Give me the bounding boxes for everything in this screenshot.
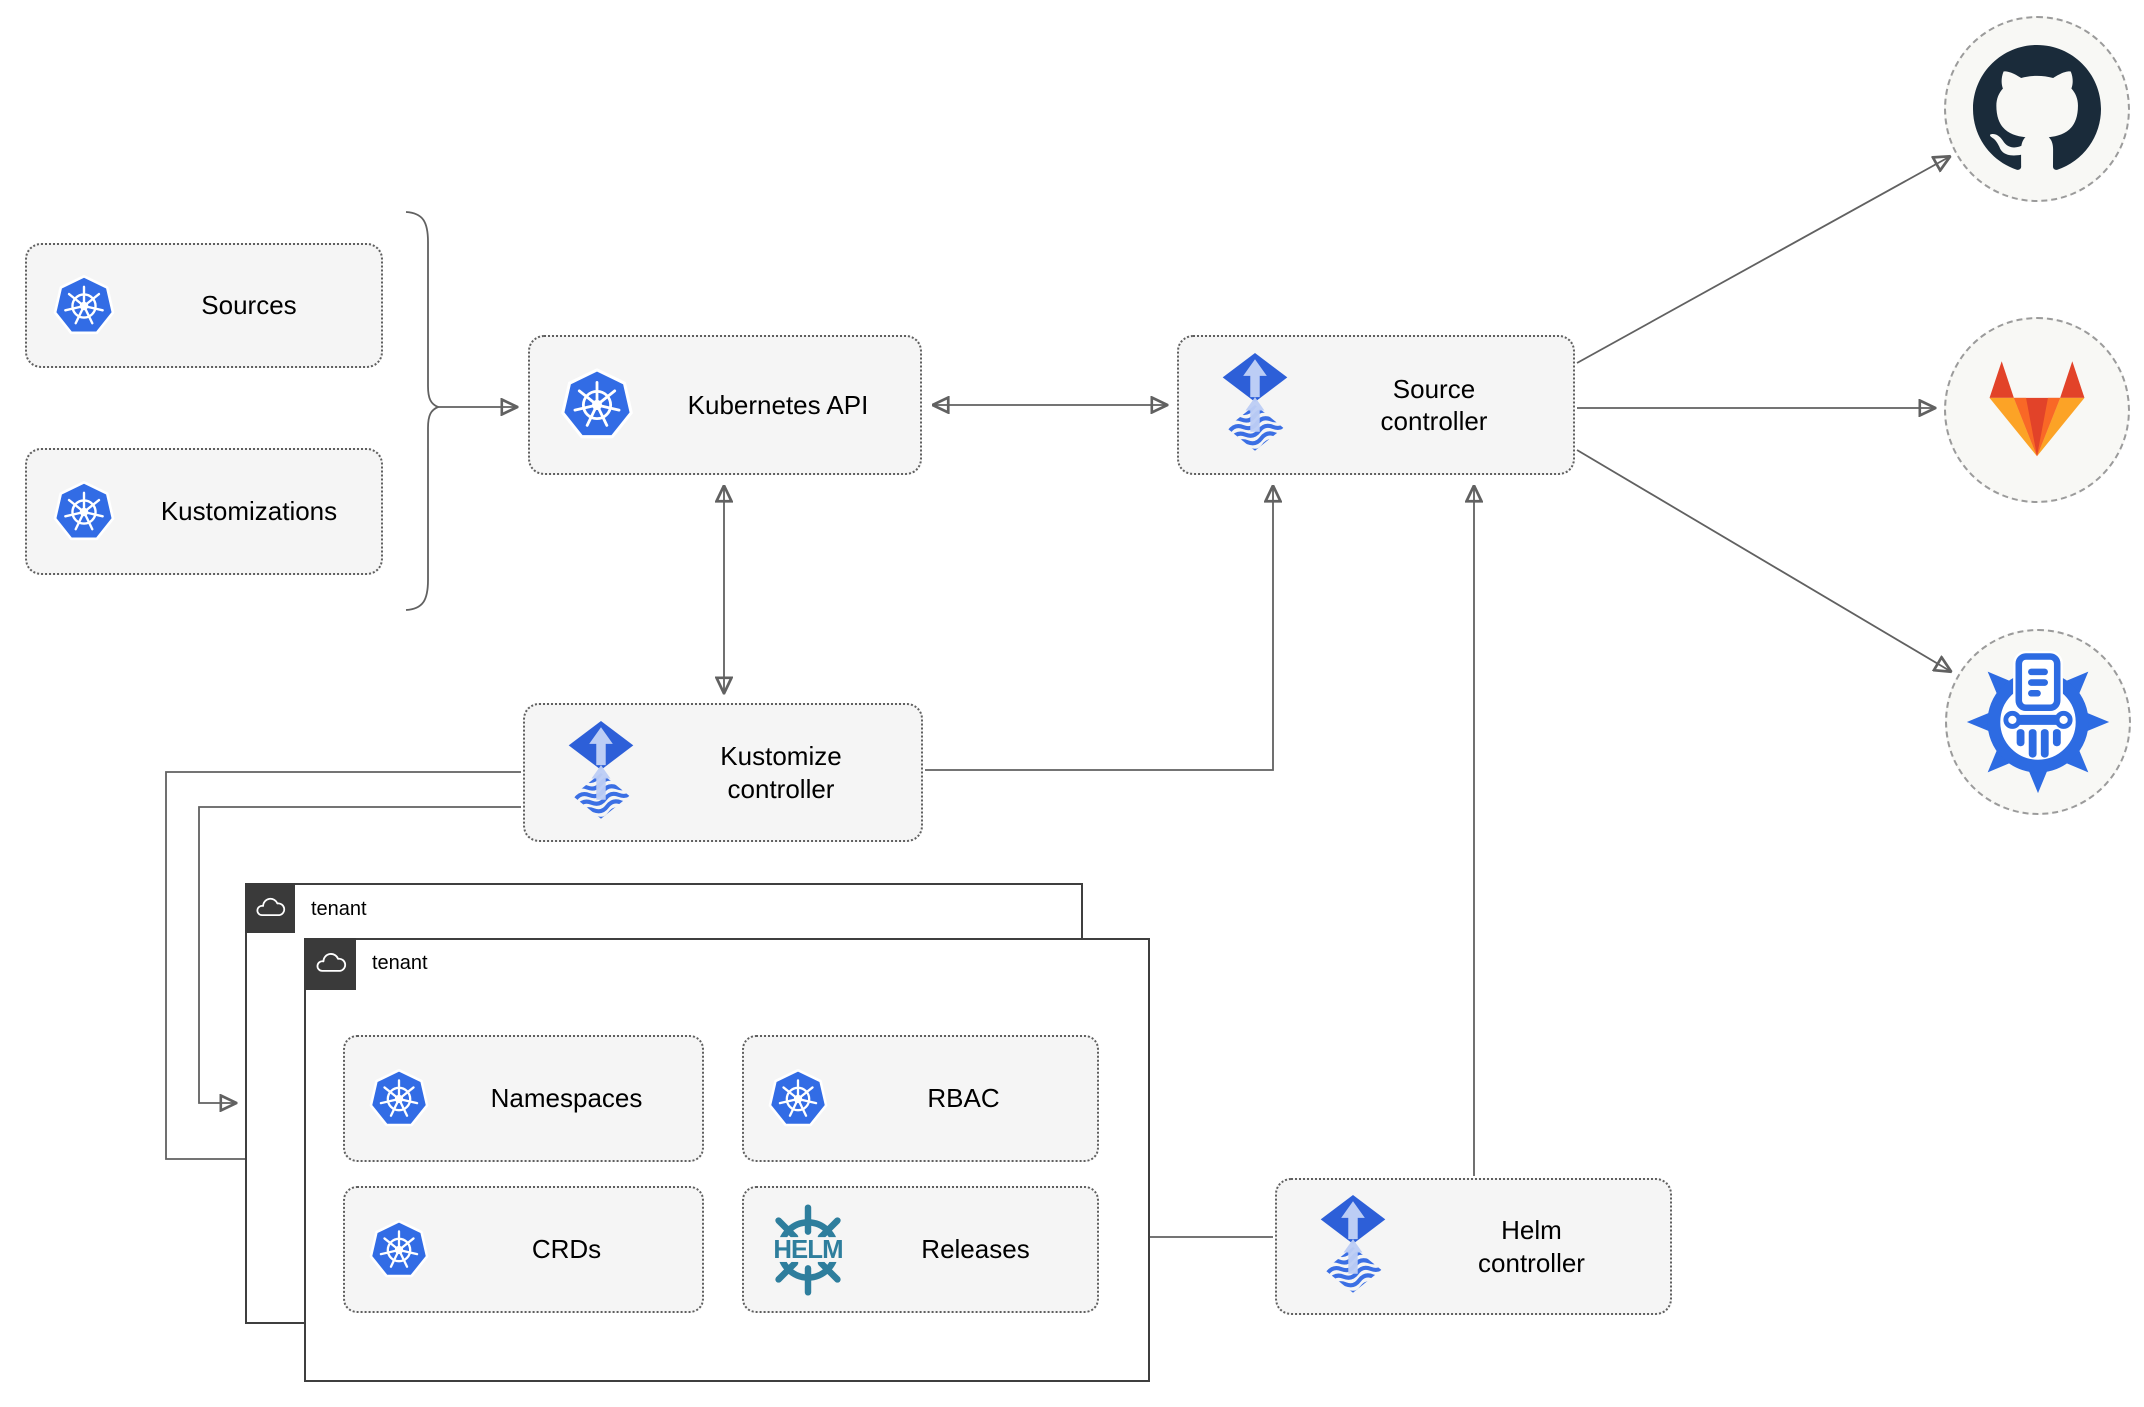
github-icon	[1973, 45, 2101, 173]
node-kustomizations: Kustomizations	[25, 448, 383, 575]
tenant-label: tenant	[311, 898, 367, 920]
cloud-icon	[314, 950, 347, 978]
endpoint-kustomize	[1945, 629, 2131, 815]
node-namespaces: Namespaces	[343, 1035, 704, 1162]
tenant-badge	[304, 938, 356, 990]
node-helm-controller: Helm controller	[1275, 1178, 1672, 1315]
node-label: Helm controller	[1478, 1215, 1585, 1278]
node-label: RBAC	[927, 1083, 1000, 1114]
node-releases: HELM Releases	[742, 1186, 1099, 1313]
node-label: Releases	[921, 1234, 1030, 1265]
tenant-group-front: tenant Namespaces RBAC CRDs	[304, 938, 1150, 1382]
kubernetes-icon	[51, 273, 117, 339]
kubernetes-icon	[367, 1218, 431, 1282]
kubernetes-icon	[367, 1067, 431, 1131]
endpoint-gitlab	[1944, 317, 2130, 503]
node-kubernetes-api: Kubernetes API	[528, 335, 922, 475]
kubernetes-icon	[558, 366, 636, 444]
helm-logo-text: HELM	[773, 1235, 842, 1263]
node-label: Source controller	[1380, 373, 1488, 437]
kubernetes-icon	[51, 479, 117, 545]
flux-icon	[1313, 1195, 1393, 1299]
edge-source-controller-to-kustomize	[1576, 449, 1950, 671]
node-kustomize-controller: Kustomize controller	[523, 703, 923, 842]
edge-source-controller-to-github	[1576, 157, 1949, 364]
tenant-label: tenant	[372, 952, 428, 974]
node-label: CRDs	[531, 1234, 602, 1265]
node-label: Kustomize controller	[720, 741, 842, 804]
node-sources: Sources	[25, 243, 383, 368]
node-crds: CRDs	[343, 1186, 704, 1313]
node-label: Kustomizations	[160, 496, 338, 527]
flux-icon	[1215, 353, 1295, 457]
node-label: Sources	[201, 290, 297, 321]
node-rbac: RBAC	[742, 1035, 1099, 1162]
edge-kustomize-controller-to-source-controller	[925, 487, 1273, 771]
gitlab-icon	[1976, 354, 2098, 466]
kustomize-icon	[1964, 648, 2112, 796]
helm-icon: HELM	[762, 1203, 854, 1296]
endpoint-github	[1944, 16, 2130, 202]
node-label: Namespaces	[490, 1083, 643, 1114]
flux-icon	[561, 721, 641, 825]
tenant-badge	[245, 883, 295, 933]
node-source-controller: Source controller	[1177, 335, 1575, 475]
node-label: Kubernetes API	[687, 389, 869, 420]
cloud-icon	[254, 895, 286, 922]
brace-sources-group	[405, 211, 441, 611]
kubernetes-icon	[766, 1067, 830, 1131]
